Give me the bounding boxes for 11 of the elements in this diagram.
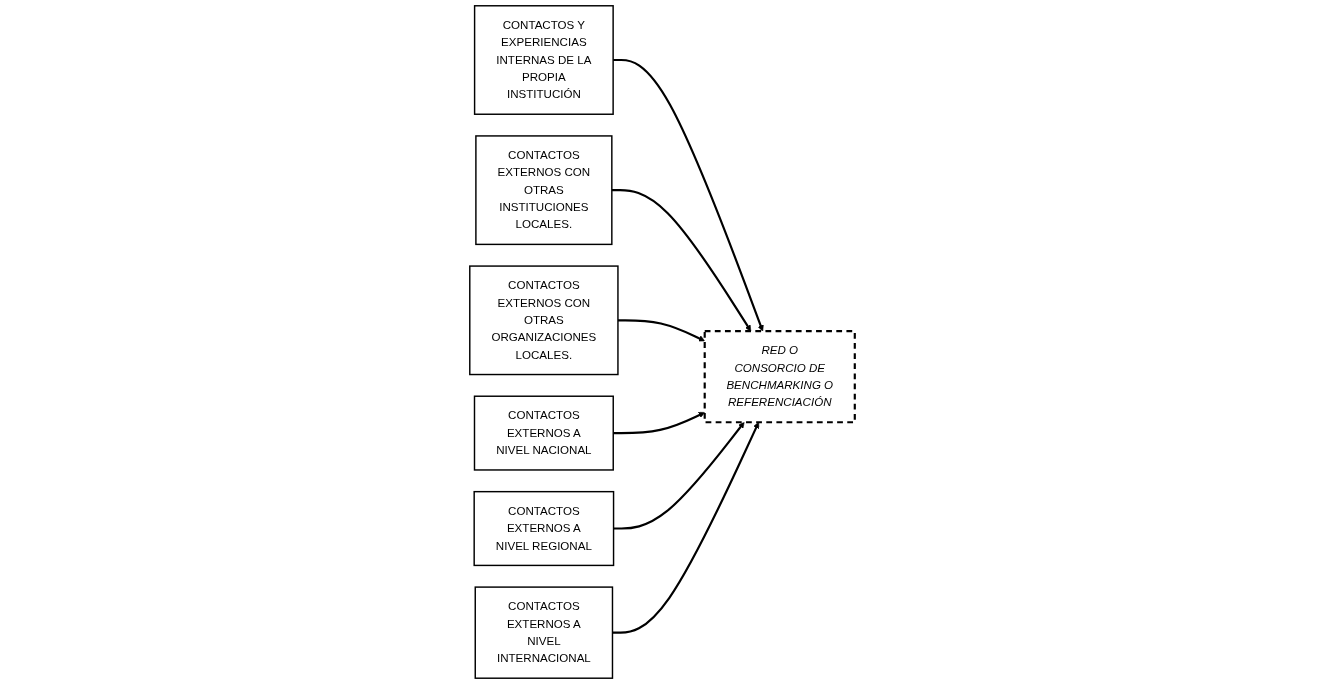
arrow <box>617 319 705 342</box>
node-box: RED O CONSORCIO DE BENCHMARKING O REFERENCIACIÓN <box>703 330 856 424</box>
node-box: CONTACTOS EXTERNOS A NIVEL NACIONAL <box>473 395 614 471</box>
arrow <box>612 58 764 332</box>
node-box: CONTACTOS EXTERNOS A NIVEL INTERNACIONAL <box>474 586 613 679</box>
arrow <box>612 412 705 435</box>
node-box: CONTACTOS EXTERNOS A NIVEL REGIONAL <box>473 490 614 567</box>
node-box: CONTACTOS EXTERNOS CON OTRAS INSTITUCIONES LOCALES. <box>474 135 613 246</box>
arrow <box>611 189 751 332</box>
node-box: CONTACTOS EXTERNOS CON OTRAS ORGANIZACIONES LOCALES. <box>468 265 619 376</box>
node-box: CONTACTOS Y EXPERIENCIAS INTERNAS DE LA PROPIA INSTITUCIÓN <box>473 5 614 115</box>
